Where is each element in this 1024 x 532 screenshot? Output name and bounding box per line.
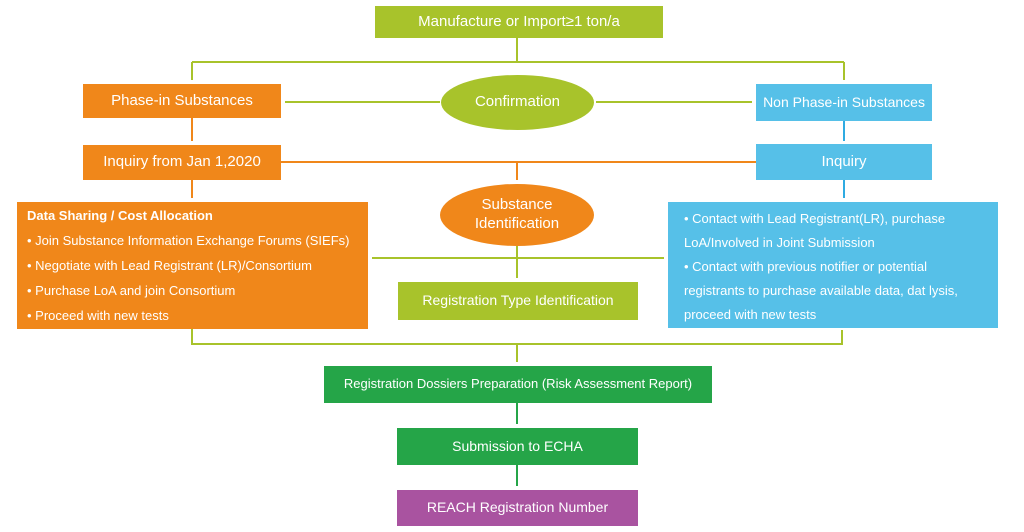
- node-non-phase-in-substances: Non Phase-in Substances: [756, 84, 932, 121]
- contact-lead-line: • Contact with previous notifier or pote…: [684, 259, 928, 274]
- data-sharing-bullet: • Join Substance Information Exchange Fo…: [27, 233, 350, 248]
- node-submission-to-echa: Submission to ECHA: [397, 428, 638, 465]
- contact-lead-line: LoA/Involved in Joint Submission: [684, 235, 875, 250]
- contact-lead-line: • Contact with Lead Registrant(LR), purc…: [684, 211, 946, 226]
- node-substance-identification-ellipse: Substance Identification: [440, 184, 594, 246]
- node-contact-lead-registrant: • Contact with Lead Registrant(LR), purc…: [668, 202, 998, 328]
- node-reach-registration-number: REACH Registration Number: [397, 490, 638, 526]
- node-inquiry-from-jan: Inquiry from Jan 1,2020: [83, 145, 281, 180]
- data-sharing-title: Data Sharing / Cost Allocation: [27, 208, 213, 223]
- data-sharing-bullet: • Proceed with new tests: [27, 308, 169, 323]
- node-confirmation-ellipse: Confirmation: [441, 75, 594, 130]
- node-registration-type-identification: Registration Type Identification: [398, 282, 638, 320]
- data-sharing-bullet: • Negotiate with Lead Registrant (LR)/Co…: [27, 258, 312, 273]
- node-manufacture-or-import: Manufacture or Import≥1 ton/a: [375, 6, 663, 38]
- node-inquiry: Inquiry: [756, 144, 932, 180]
- contact-lead-line: registrants to purchase available data, …: [684, 283, 958, 298]
- node-data-sharing-cost-allocation: Data Sharing / Cost Allocation • Join Su…: [17, 202, 368, 329]
- data-sharing-bullet: • Purchase LoA and join Consortium: [27, 283, 236, 298]
- node-registration-dossiers-preparation: Registration Dossiers Preparation (Risk …: [324, 366, 712, 403]
- contact-lead-line: proceed with new tests: [684, 307, 817, 322]
- node-phase-in-substances: Phase-in Substances: [83, 84, 281, 118]
